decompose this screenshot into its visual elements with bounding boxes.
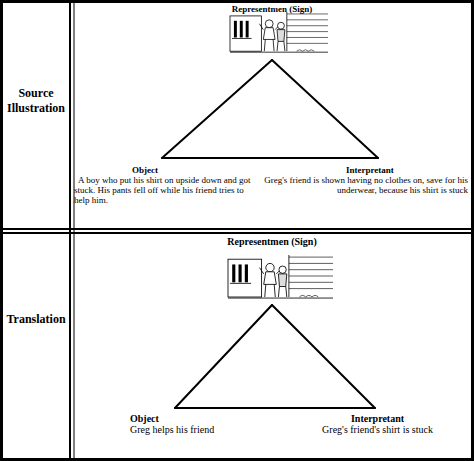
vertex-title: Interpretant — [262, 158, 470, 175]
object-vertex: ObjectGreg helps his friend — [130, 408, 260, 444]
vertex-title: Object — [74, 158, 256, 175]
triangle-side — [162, 157, 378, 159]
row-heading: Source Illustration — [4, 86, 68, 116]
interpretant-vertex: InterpretantGreg's friend's shirt is stu… — [285, 408, 470, 444]
vertex-description: A boy who put his shirt on upside down a… — [74, 175, 256, 205]
vertex-title: Interpretant — [285, 408, 470, 424]
triangle-side — [162, 60, 272, 158]
row-heading: Translation — [4, 312, 68, 327]
vertex-description: Greg helps his friend — [130, 424, 260, 435]
vertex-title: Object — [130, 408, 260, 424]
triangle-side — [272, 60, 378, 158]
object-vertex: ObjectA boy who put his shirt on upside … — [74, 158, 256, 210]
triangle-side — [175, 305, 272, 408]
interpretant-vertex: InterpretantGreg's friend is shown havin… — [262, 158, 470, 210]
vertex-description: Greg's friend's shirt is stuck — [285, 424, 470, 435]
triangle-side — [175, 407, 375, 409]
triangle-side — [272, 305, 375, 408]
sign-vertex: Representmen (Sign) — [212, 236, 332, 305]
vertex-title: Representmen (Sign) — [212, 236, 332, 248]
vertex-title: Representmen (Sign) — [212, 4, 332, 15]
sign-vertex: Representmen (Sign) — [212, 4, 332, 60]
table-row: Source Illustration Representmen (Sign) Ob… — [0, 0, 474, 230]
table-row: TranslationRepresentmen (Sign)ObjectGreg… — [0, 230, 474, 461]
vertex-description: Greg's friend is shown having no clothes… — [262, 175, 470, 195]
